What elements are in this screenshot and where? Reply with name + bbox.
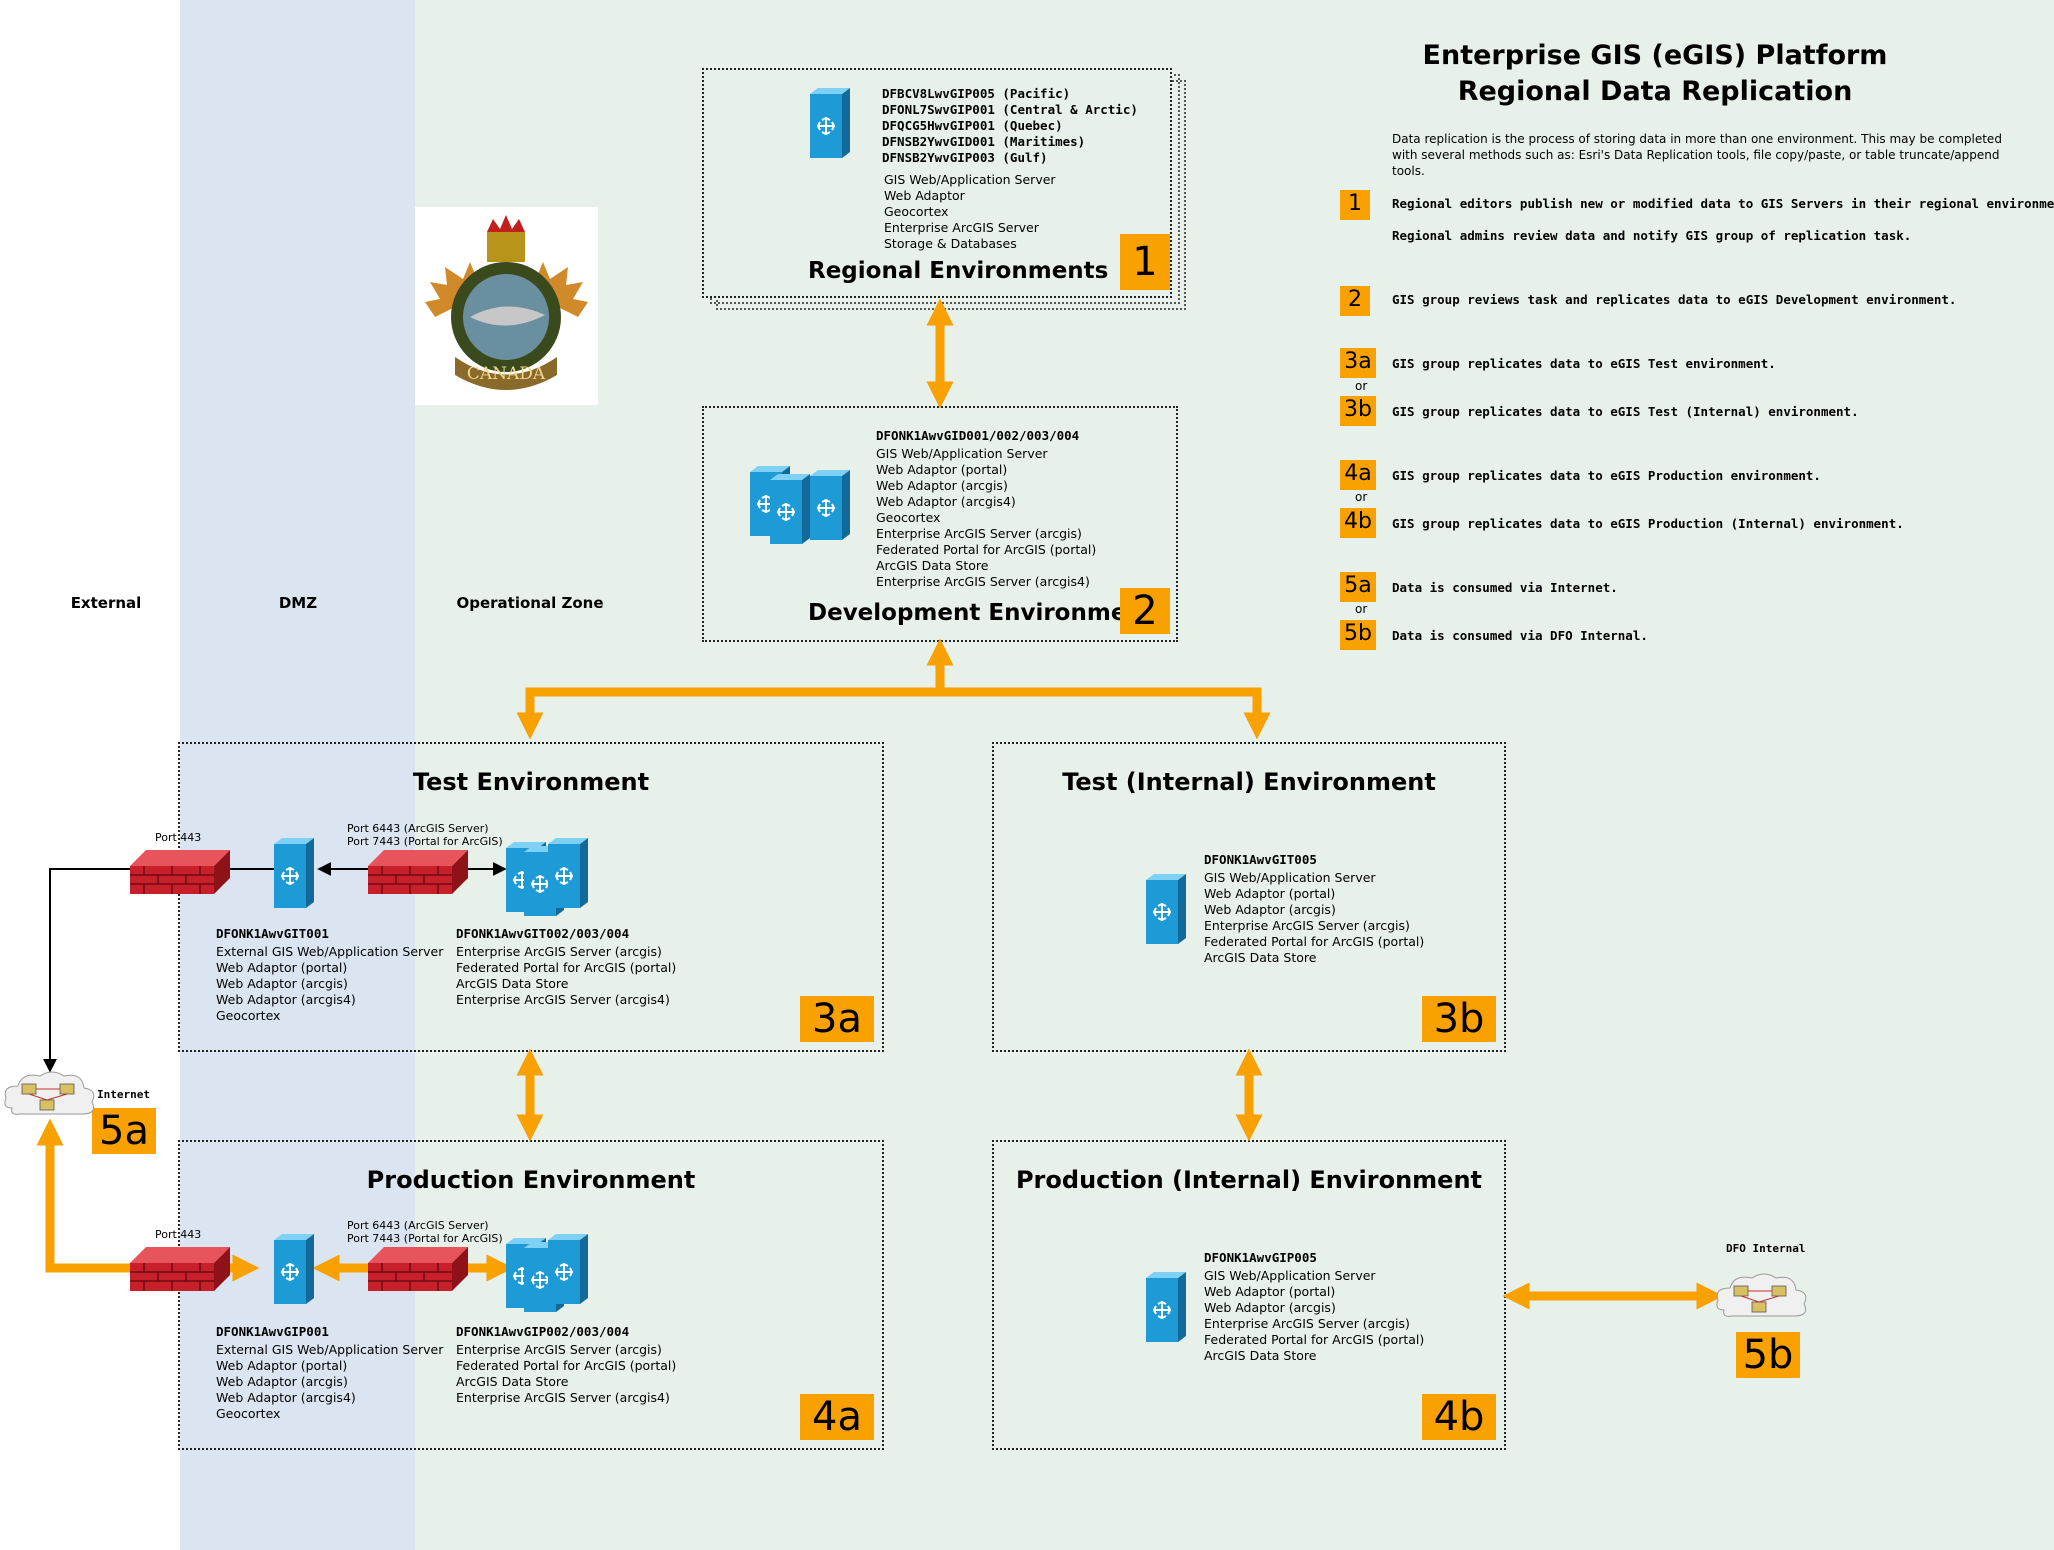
production-firewall-internal (367, 1246, 469, 1292)
production-title: Production Environment (366, 1166, 696, 1194)
production-services-internal: Enterprise ArcGIS Server (arcgis) Federa… (456, 1342, 677, 1405)
production-port-7443-label: Port 7443 (Portal for ArcGIS) (347, 1232, 503, 1245)
test-internal-badge: 3b (1422, 996, 1496, 1042)
development-server-icon-3 (809, 469, 851, 541)
regional-services: GIS Web/Application Server Web Adaptor G… (884, 172, 1056, 251)
title-line-2: Regional Data Replication (1457, 76, 1853, 107)
regional-host-maritimes: DFNSB2YwvGID001 (Maritimes) (882, 134, 1086, 149)
legend-step-4a: GIS group replicates data to eGIS Produc… (1392, 468, 1821, 483)
legend-step-5a: Data is consumed via Internet. (1392, 580, 1618, 595)
production-port-6443-label: Port 6443 (ArcGIS Server) (347, 1219, 489, 1232)
zone-label-external: External (70, 594, 142, 612)
test-internal-host: DFONK1AwvGIT005 (1204, 852, 1317, 867)
test-firewall-external (129, 849, 231, 895)
test-environment-box: Test Environment DFONK1AwvGIT001 Externa… (178, 742, 884, 1052)
regional-title: Regional Environments (808, 258, 1109, 284)
test-port-6443-label: Port 6443 (ArcGIS Server) (347, 822, 489, 835)
test-firewall-internal (367, 849, 469, 895)
dfo-internal-badge: 5b (1736, 1332, 1800, 1378)
zone-label-dmz: DMZ (278, 594, 318, 612)
test-badge: 3a (800, 996, 874, 1042)
test-title: Test Environment (412, 768, 650, 796)
legend-or-5: or (1355, 602, 1368, 616)
test-internal-title: Test (Internal) Environment (1062, 768, 1436, 796)
test-internal-environment-box: Test (Internal) Environment DFONK1AwvGIT… (992, 742, 1506, 1052)
test-port-443-label: Port 443 (155, 831, 202, 844)
test-internet-line (43, 868, 274, 1073)
legend-badge-2: 2 (1340, 286, 1370, 316)
development-services: GIS Web/Application Server Web Adaptor (… (876, 446, 1097, 589)
legend-step-3a: GIS group replicates data to eGIS Test e… (1392, 356, 1776, 371)
production-badge: 4a (800, 1394, 874, 1440)
regional-server-icon (809, 87, 851, 159)
internet-label: Internet (97, 1088, 150, 1101)
development-title: Development Environment (808, 600, 1154, 626)
production-internal-title: Production (Internal) Environment (1015, 1166, 1483, 1194)
production-host-dmz: DFONK1AwvGIP001 (216, 1324, 329, 1339)
development-host: DFONK1AwvGID001/002/003/004 (876, 428, 1080, 443)
development-server-icon-2 (769, 473, 811, 545)
production-host-internal: DFONK1AwvGIP002/003/004 (456, 1324, 630, 1339)
test-services-internal: Enterprise ArcGIS Server (arcgis) Federa… (456, 944, 677, 1007)
production-internal-server-icon (1145, 1271, 1187, 1343)
test-internal-services: GIS Web/Application Server Web Adaptor (… (1204, 870, 1425, 965)
production-dmz-server-icon (273, 1233, 315, 1305)
legend-step-2: GIS group reviews task and replicates da… (1392, 292, 1957, 307)
test-host-internal: DFONK1AwvGIT002/003/004 (456, 926, 630, 941)
production-internal-badge: 4b (1422, 1394, 1496, 1440)
legend-badge-4a: 4a (1340, 460, 1376, 490)
regional-host-quebec: DFQCG5HwvGIP001 (Quebec) (882, 118, 1063, 133)
legend-badge-3a: 3a (1340, 348, 1376, 378)
crest-motto: CANADA (467, 364, 546, 384)
development-badge: 2 (1120, 588, 1170, 634)
regional-host-gulf: DFNSB2YwvGIP003 (Gulf) (882, 150, 1048, 165)
test-port-7443-label: Port 7443 (Portal for ArcGIS) (347, 835, 503, 848)
legend-or-4: or (1355, 490, 1368, 504)
dfo-internal-cloud-icon (1716, 1273, 1807, 1317)
production-internal-host: DFONK1AwvGIP005 (1204, 1250, 1317, 1265)
legend-badge-5a: 5a (1340, 572, 1376, 602)
zone-label-operational: Operational Zone (456, 594, 604, 612)
regional-host-pacific: DFBCV8LwvGIP005 (Pacific) (882, 86, 1071, 101)
legend-badge-3b: 3b (1340, 396, 1376, 426)
production-firewall-external (129, 1246, 231, 1292)
test-internal-server-icon (1145, 873, 1187, 945)
internet-cloud-icon (4, 1071, 95, 1115)
legend-step-5b: Data is consumed via DFO Internal. (1392, 628, 1648, 643)
test-services-dmz: External GIS Web/Application Server Web … (216, 944, 444, 1023)
test-server-icon-3 (547, 837, 589, 909)
legend-step-4b: GIS group replicates data to eGIS Produc… (1392, 516, 1904, 531)
replication-arrows (36, 298, 1724, 1310)
legend-badge-1: 1 (1340, 190, 1370, 220)
production-internal-services: GIS Web/Application Server Web Adaptor (… (1204, 1268, 1425, 1363)
legend-step-1-review: Regional admins review data and notify G… (1392, 228, 1912, 243)
legend-or-3: or (1355, 379, 1368, 393)
title-line-1: Enterprise GIS (eGIS) Platform (1422, 40, 1888, 71)
page-title: Enterprise GIS (eGIS) Platform Regional … (1395, 38, 1915, 110)
legend-badge-5b: 5b (1340, 620, 1376, 650)
test-dmz-server-icon (273, 837, 315, 909)
development-environment-box: DFONK1AwvGID001/002/003/004 GIS Web/Appl… (702, 406, 1178, 642)
production-environment-box: Production Environment DFONK1AwvGIP001 E… (178, 1140, 884, 1450)
regional-badge: 1 (1120, 234, 1170, 290)
legend-badge-4b: 4b (1340, 508, 1376, 538)
regional-environment-box: DFBCV8LwvGIP005 (Pacific) DFONL7SwvGIP00… (702, 68, 1172, 298)
legend-step-1: Regional editors publish new or modified… (1392, 196, 2054, 211)
dfo-internal-label: DFO Internal (1726, 1242, 1806, 1255)
production-services-dmz: External GIS Web/Application Server Web … (216, 1342, 444, 1421)
dfo-crest-logo: CANADA (415, 207, 598, 405)
regional-host-central-arctic: DFONL7SwvGIP001 (Central & Arctic) (882, 102, 1138, 117)
arrow-branch-bar (525, 687, 1262, 720)
legend-step-3b: GIS group replicates data to eGIS Test (… (1392, 404, 1859, 419)
production-server-icon-3 (547, 1233, 589, 1305)
intro-text: Data replication is the process of stori… (1392, 132, 2002, 178)
regional-hosts: DFBCV8LwvGIP005 (Pacific) DFONL7SwvGIP00… (882, 86, 1138, 166)
test-host-dmz: DFONK1AwvGIT001 (216, 926, 329, 941)
